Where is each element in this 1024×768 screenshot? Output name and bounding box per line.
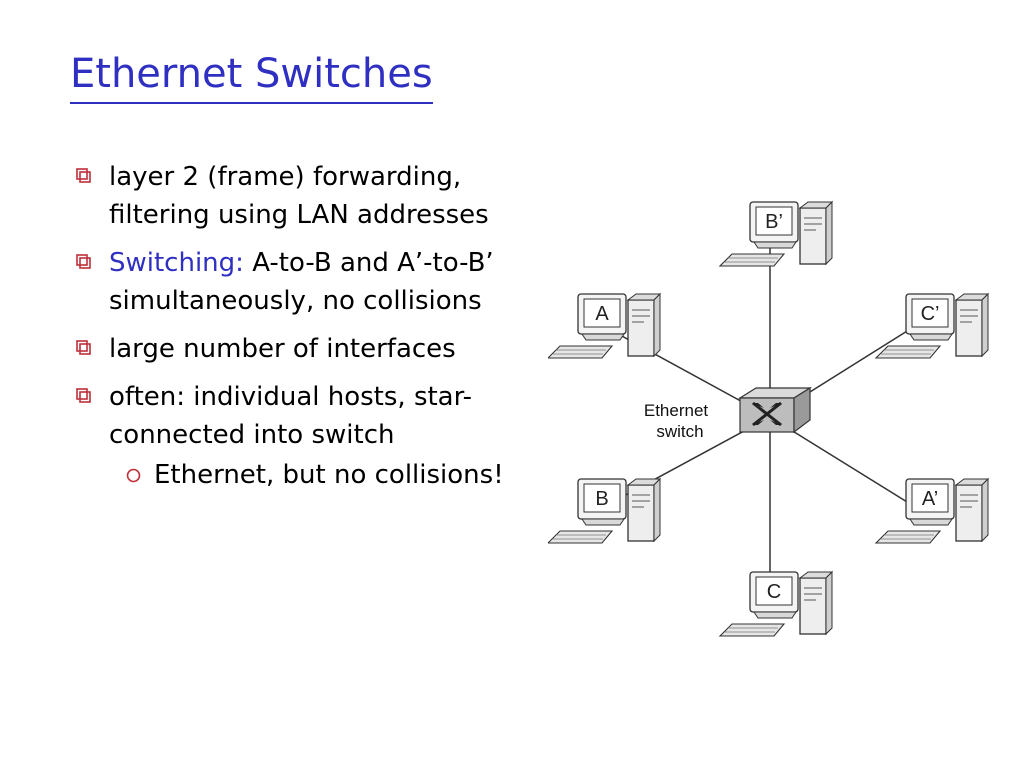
ethernet-switch-icon xyxy=(737,386,813,434)
bullet-text: A-to-B and A’-to-B’ simultaneously, no c… xyxy=(109,248,494,316)
host-computer: B’ xyxy=(719,201,833,267)
host-computer: A’ xyxy=(875,478,989,544)
square-bullet-icon xyxy=(76,254,91,269)
bullet-item: often: individual hosts, star-connected … xyxy=(72,378,562,494)
bullet-text: layer 2 (frame) forwarding, filtering us… xyxy=(109,162,489,230)
slide-title: Ethernet Switches xyxy=(70,50,433,104)
bullet-item: Switching: A-to-B and A’-to-B’ simultane… xyxy=(72,244,562,320)
switch-diagram-svg: Ethernet switch B’ A C’ B A’ xyxy=(548,201,989,637)
bullet-item: large number of interfaces xyxy=(72,330,562,368)
square-bullet-icon xyxy=(76,388,91,403)
switch-label-line2: switch xyxy=(656,422,703,441)
bullet-item: layer 2 (frame) forwarding, filtering us… xyxy=(72,158,562,234)
host-label: A’ xyxy=(922,488,938,510)
bullet-list: layer 2 (frame) forwarding, filtering us… xyxy=(72,158,562,504)
sub-bullet-item: Ethernet, but no collisions! xyxy=(109,456,562,494)
switch-diagram: Ethernet switch B’ A C’ B A’ xyxy=(548,190,1008,660)
host-computer: C xyxy=(719,571,833,637)
sub-bullet-text: Ethernet, but no collisions! xyxy=(154,460,504,490)
host-computer: C’ xyxy=(875,293,989,359)
host-label: B xyxy=(595,488,608,510)
host-computer: A xyxy=(548,293,661,359)
switch-label-line1: Ethernet xyxy=(644,401,709,420)
host-label: A xyxy=(595,303,609,325)
bullet-text: often: individual hosts, star-connected … xyxy=(109,382,473,450)
square-bullet-icon xyxy=(76,340,91,355)
host-label: C’ xyxy=(921,303,940,325)
host-computer: B xyxy=(548,478,661,544)
cable-line xyxy=(769,416,921,511)
circle-bullet-icon xyxy=(126,468,141,483)
bullet-text: large number of interfaces xyxy=(109,334,456,364)
bullet-highlight: Switching: xyxy=(109,248,244,278)
host-label: C xyxy=(767,581,781,603)
square-bullet-icon xyxy=(76,168,91,183)
sub-bullet-list: Ethernet, but no collisions! xyxy=(109,456,562,494)
host-label: B’ xyxy=(765,211,783,233)
